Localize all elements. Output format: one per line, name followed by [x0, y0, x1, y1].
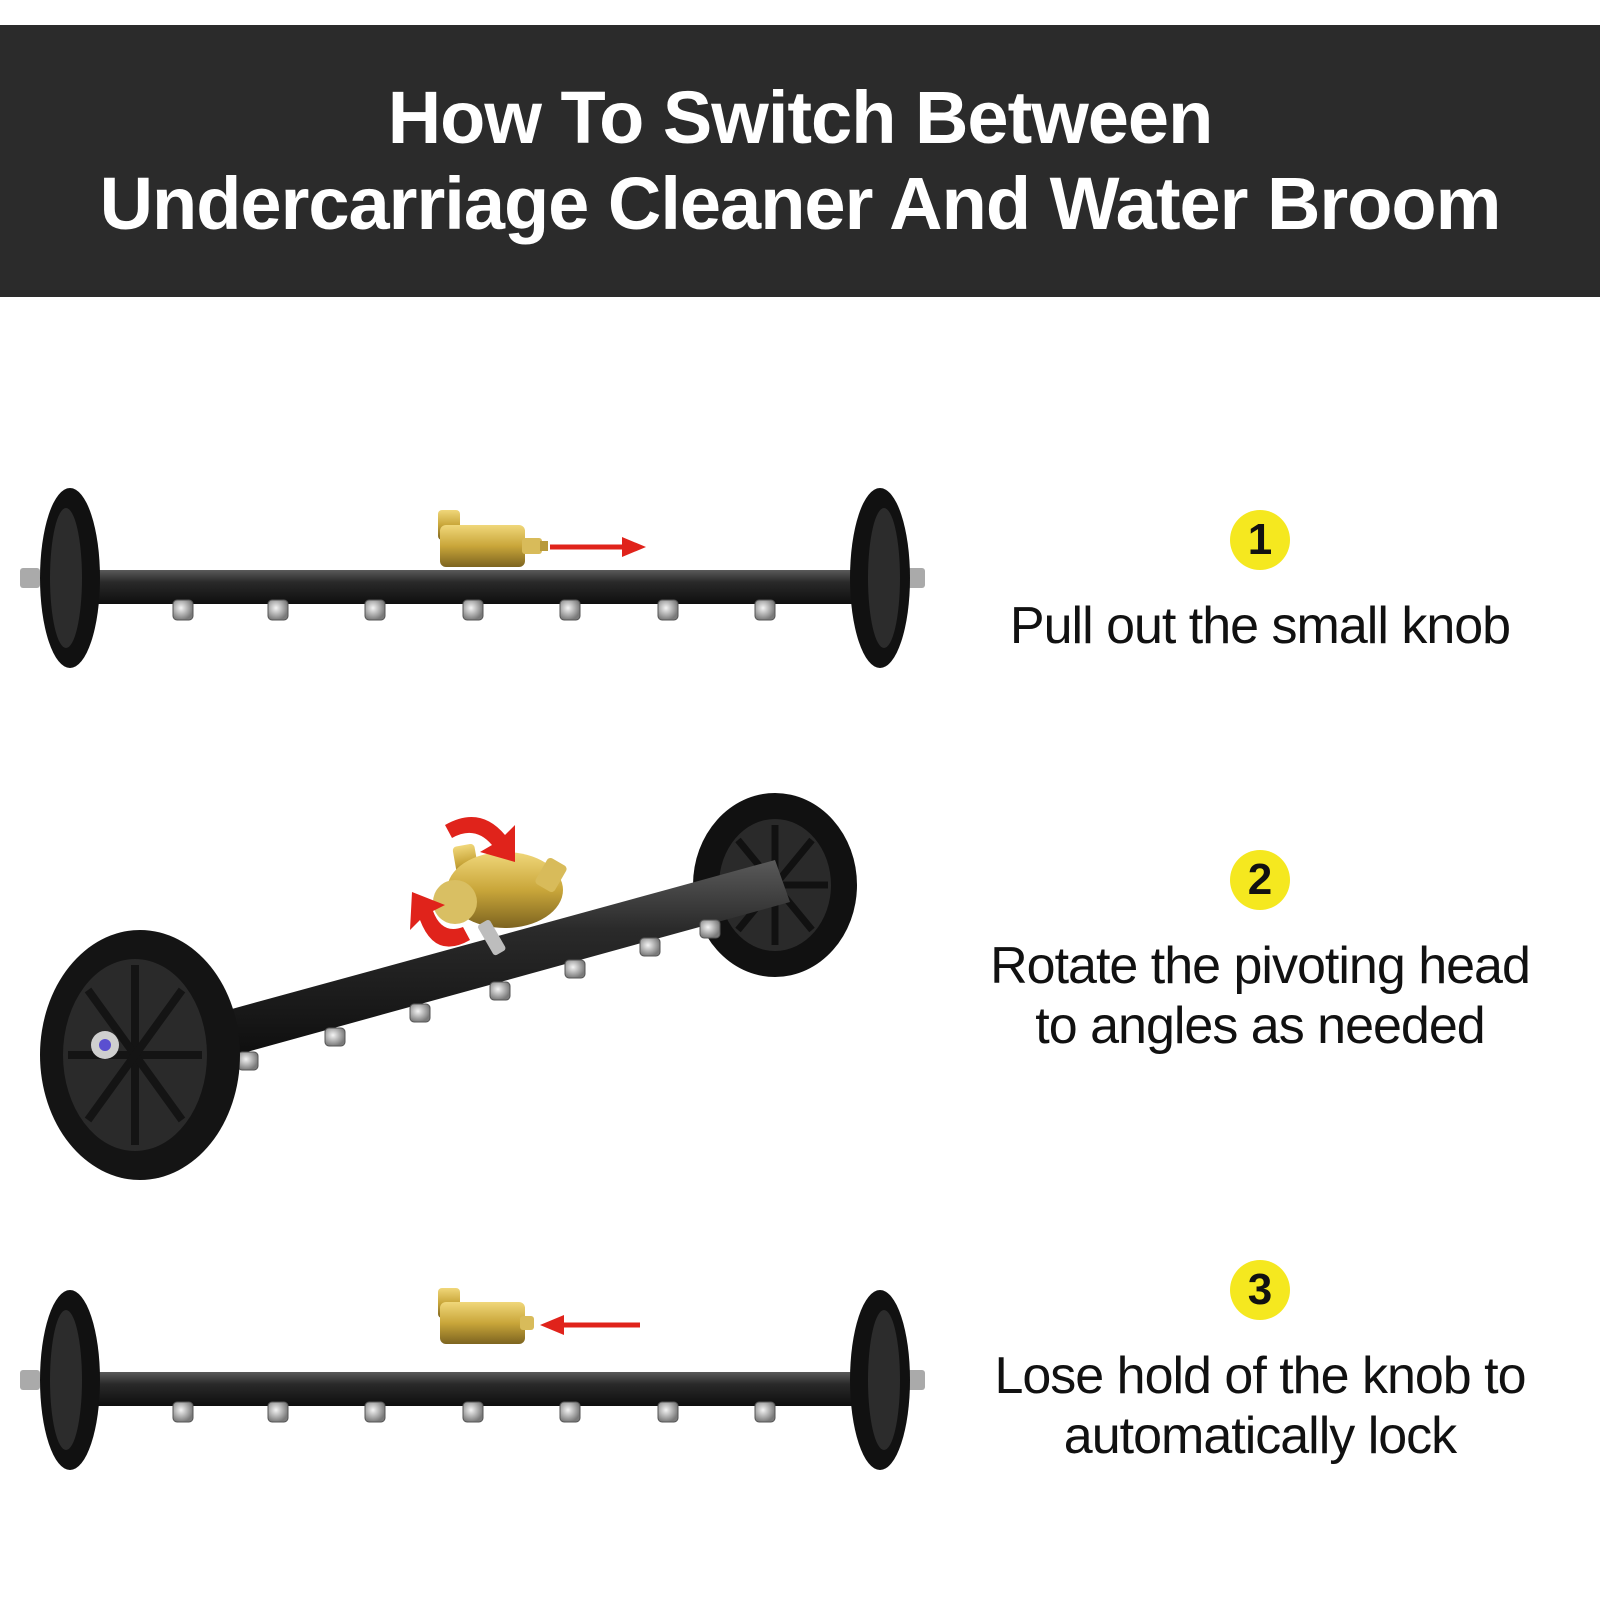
- step-3: 3 Lose hold of the knob to automatically…: [0, 1260, 1600, 1580]
- title-line-1: How To Switch Between: [387, 76, 1214, 159]
- step-3-text: 3 Lose hold of the knob to automatically…: [950, 1260, 1570, 1466]
- red-arrow-icon: [550, 537, 646, 557]
- undercarriage-cleaner-illustration: [20, 1288, 925, 1470]
- header-banner: How To Switch Between Undercarriage Clea…: [0, 25, 1600, 297]
- step-1-text: 1 Pull out the small knob: [950, 510, 1570, 656]
- step-instruction: Pull out the small knob: [1009, 597, 1511, 655]
- step-1: 1 Pull out the small knob: [0, 480, 1600, 780]
- step-number-badge: 1: [1230, 510, 1290, 570]
- step-instruction: Rotate the pivoting head to angles as ne…: [990, 937, 1531, 1055]
- rotate-arrows-icon: [410, 817, 515, 947]
- undercarriage-cleaner-illustration: [40, 793, 857, 1180]
- step-2-text: 2 Rotate the pivoting head to angles as …: [950, 850, 1570, 1056]
- step-2: 2 Rotate the pivoting head to angles as …: [0, 790, 1600, 1190]
- step-number-badge: 3: [1230, 1260, 1290, 1320]
- step-number-badge: 2: [1230, 850, 1290, 910]
- red-arrow-icon: [540, 1315, 640, 1335]
- undercarriage-cleaner-illustration: [20, 488, 925, 668]
- title-line-2: Undercarriage Cleaner And Water Broom: [99, 162, 1502, 245]
- step-instruction: Lose hold of the knob to automatically l…: [994, 1347, 1526, 1465]
